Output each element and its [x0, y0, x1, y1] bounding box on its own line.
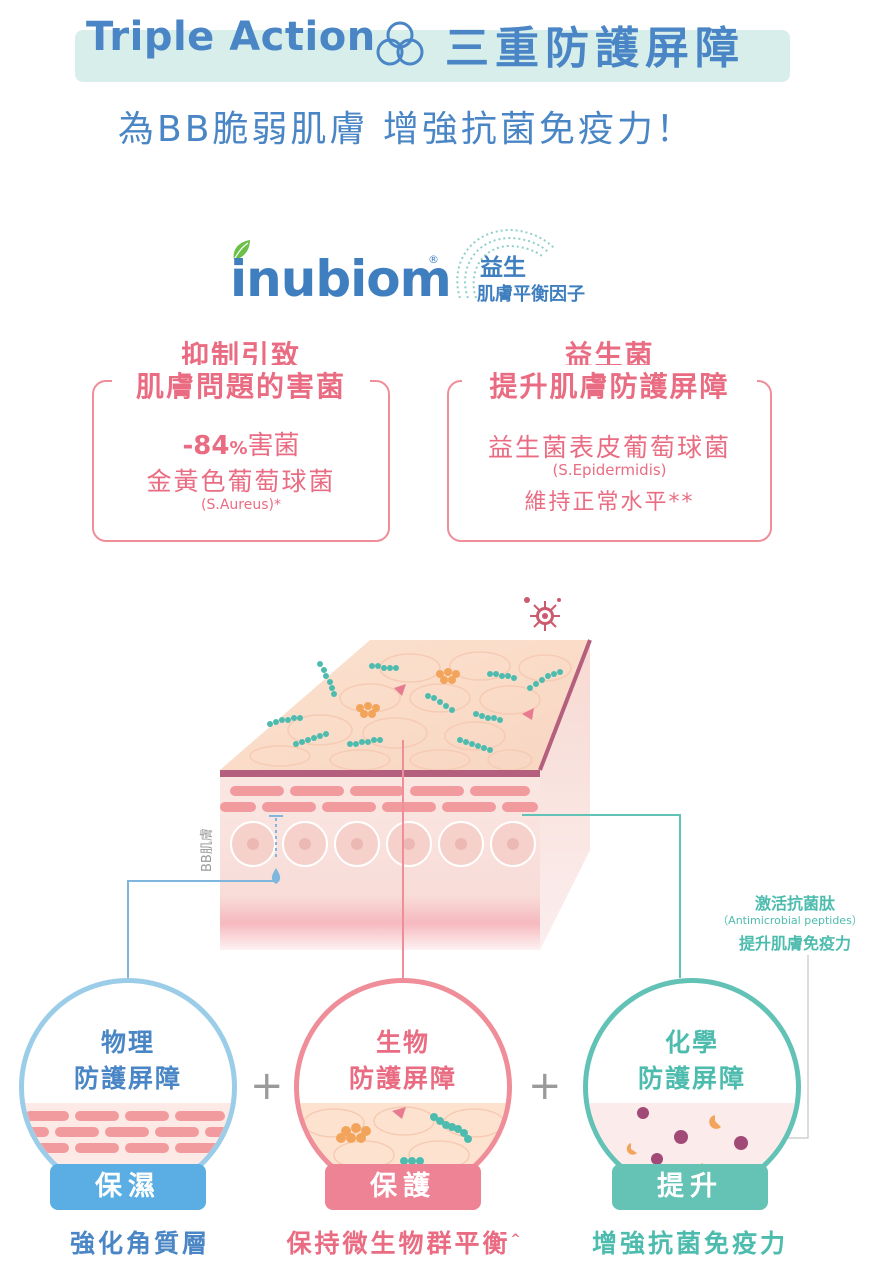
- three-circles-icon: [376, 21, 424, 66]
- reduction-stat: -84%害菌: [92, 425, 390, 462]
- biological-barrier-desc: 保持微生物群平衡^: [270, 1224, 540, 1260]
- physical-barrier-desc: 強化角質層: [69, 1229, 210, 1258]
- plus-sign-2: +: [528, 1063, 562, 1109]
- stat-unit: %: [229, 438, 248, 459]
- probiotic-name: 益生菌表皮葡萄球菌: [487, 433, 731, 462]
- biological-desc-text: 保持微生物群平衡: [286, 1229, 511, 1258]
- skin-layer-diagram: [220, 597, 592, 950]
- title-english: Triple Action: [86, 14, 376, 60]
- tag-protect: 保護: [325, 1164, 481, 1210]
- left-box-heading-2: 肌膚問題的害菌: [112, 365, 370, 405]
- annotation-line-2: （Antimicrobial peptides）: [717, 914, 863, 927]
- title-bar-background: [75, 30, 790, 82]
- registered-mark: ®: [428, 253, 439, 266]
- annotation-line-3: 提升肌膚免疫力: [738, 934, 851, 953]
- probiotic-note: 維持正常水平**: [524, 490, 695, 515]
- barrier-title-1: 物理: [100, 1028, 155, 1057]
- barrier-title-1: 生物: [375, 1028, 430, 1057]
- barrier-title-2: 防護屏障: [637, 1064, 746, 1093]
- barrier-title-1: 化學: [664, 1028, 719, 1057]
- subtitle: 為BB脆弱肌膚 增強抗菌免疫力！: [118, 109, 695, 150]
- tag-enhance: 提升: [612, 1164, 768, 1210]
- physical-barrier-circle: 物理 防護屏障: [19, 978, 237, 1196]
- right-box-heading-2: 提升肌膚防護屏障: [462, 365, 757, 405]
- leaf-icon: [233, 240, 250, 261]
- tag-moisturize: 保濕: [50, 1164, 206, 1210]
- probiotic-latin: (S.Epidermidis): [552, 461, 667, 479]
- probiotic-box: [447, 380, 772, 542]
- tagline-main: 益生: [480, 255, 526, 281]
- plus-sign-1: +: [250, 1063, 284, 1109]
- annotation-line-1: 激活抗菌肽: [754, 894, 835, 913]
- chemical-barrier-desc: 增強抗菌免疫力: [591, 1229, 788, 1258]
- brand-logo: inubiom: [230, 250, 452, 308]
- skin-side-label: BB肌膚: [200, 828, 215, 872]
- stat-value: -84: [182, 431, 230, 461]
- bacteria-name: 金黃色葡萄球菌: [146, 467, 336, 496]
- barrier-title-2: 防護屏障: [348, 1064, 457, 1093]
- title-chinese: 三重防護屏障: [445, 23, 745, 74]
- tagline-sub: 肌膚平衡因子: [477, 284, 585, 305]
- barrier-title-2: 防護屏障: [73, 1064, 182, 1093]
- bacteria-latin: (S.Aureus)*: [201, 497, 281, 513]
- dotted-arc-icon: [456, 228, 555, 299]
- stat-label: 害菌: [247, 431, 300, 461]
- footnote-mark: ^: [510, 1231, 524, 1246]
